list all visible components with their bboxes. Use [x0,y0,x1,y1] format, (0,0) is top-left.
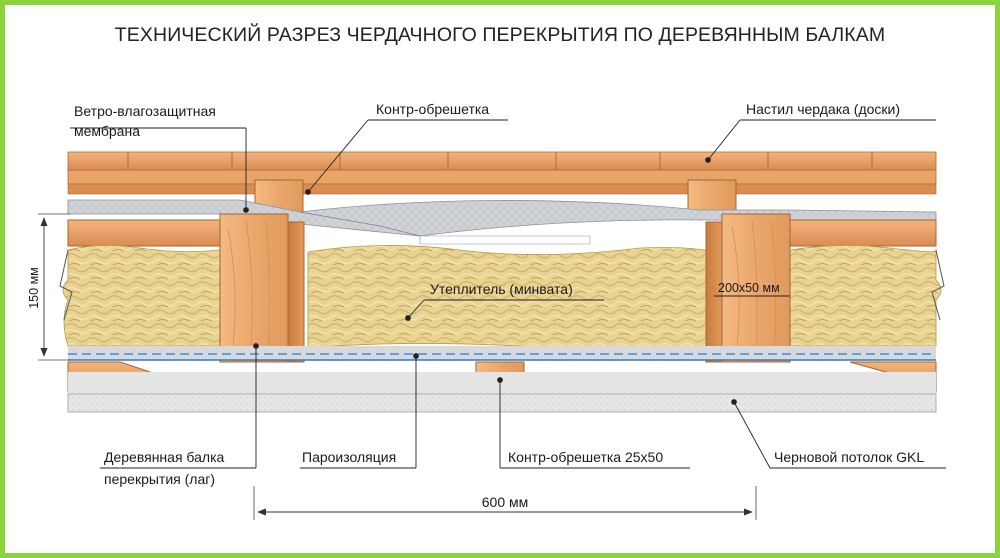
membrane-label-line1: Ветро-влагозащитная [74,103,216,119]
right-break-mark [931,249,945,321]
edge-battens [67,219,937,247]
wind-membrane [67,199,937,245]
height-dimension: 150 мм [27,213,70,361]
beam-label-line1: Деревянная балка [104,449,225,465]
gkl-ceiling [67,372,937,413]
membrane-label-line2: мембрана [74,123,140,139]
vapor-barrier [68,346,936,361]
beam-size-label: 200х50 мм [718,281,780,295]
insulation-left [62,245,221,347]
insulation-right [789,245,942,347]
counter-batten-top-label: Контр-обрешетка [376,101,489,117]
height-dimension-label: 150 мм [27,267,41,309]
vapor-barrier-label: Пароизоляция [302,449,396,465]
spacing-dimension: 600 мм [253,486,757,520]
attic-floor-label: Настил чердака (доски) [746,101,900,117]
beam-label-line2: перекрытия (лаг) [104,471,215,487]
floor-beam-left [219,213,305,363]
counter-batten-bottom-label: Контр-обрешетка 25х50 [508,449,663,465]
leader-lines [70,119,946,469]
attic-floor-boards [67,151,937,195]
spacing-dimension-label: 600 мм [482,494,529,510]
left-break-mark [59,249,73,321]
insulation-label: Утеплитель (минвата) [430,281,573,297]
floor-beam-right [705,213,791,363]
diagram-title: ТЕХНИЧЕСКИЙ РАЗРЕЗ ЧЕРДАЧНОГО ПЕРЕКРЫТИЯ… [114,24,886,46]
ceiling-label: Черновой потолок GKL [774,449,924,465]
insulation-center [307,245,715,350]
